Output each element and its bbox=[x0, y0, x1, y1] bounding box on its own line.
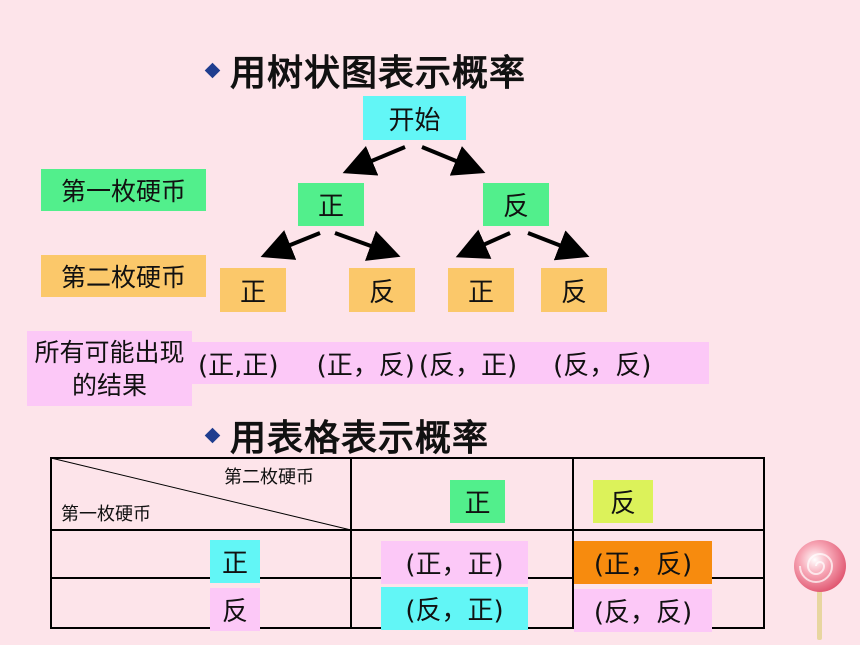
level1-node-heads-text: 正 bbox=[317, 192, 344, 222]
arrow-tails-to-tails bbox=[527, 230, 590, 261]
table-cell-text: (正，反) bbox=[593, 550, 693, 580]
arrow-root-to-heads bbox=[342, 145, 406, 176]
table-cell-heads-heads: (正，正) bbox=[381, 541, 528, 584]
arrow-root-to-tails bbox=[421, 145, 486, 176]
tree-heading: 用树状图表示概率 bbox=[204, 44, 527, 96]
outcome-item: (反，正) bbox=[418, 350, 518, 381]
table-cell-heads-tails: (正，反) bbox=[574, 541, 712, 584]
table-heading: 用表格表示概率 bbox=[204, 409, 490, 461]
table-heading-text: 用表格表示概率 bbox=[230, 418, 490, 459]
tree-root: 开始 bbox=[363, 96, 466, 140]
level1-label-text: 第一枚硬币 bbox=[60, 177, 186, 206]
table-corner-top: 第二枚硬币 bbox=[224, 467, 314, 488]
level2-node-1: 正 bbox=[220, 268, 286, 312]
col-header-heads: 正 bbox=[450, 480, 505, 523]
tree-heading-text: 用树状图表示概率 bbox=[230, 53, 527, 94]
table-cell-text: (反，正) bbox=[405, 596, 504, 626]
level2-node-1-text: 正 bbox=[239, 277, 266, 308]
outcomes-list: (正,正) (正，反) (反，正) (反，反) bbox=[192, 342, 709, 384]
level2-node-3: 正 bbox=[448, 268, 514, 312]
table-corner-bottom: 第一枚硬币 bbox=[61, 504, 151, 525]
row-header-heads-text: 正 bbox=[221, 549, 248, 579]
lollipop-icon bbox=[794, 540, 846, 640]
level2-label: 第二枚硬币 bbox=[41, 255, 206, 297]
col-header-tails-text: 反 bbox=[609, 489, 636, 519]
outcome-item: (正，反) bbox=[316, 350, 415, 381]
outcome-item: (反，反) bbox=[553, 350, 652, 381]
table-cell-tails-heads: (反，正) bbox=[381, 587, 528, 630]
col-header-tails: 反 bbox=[593, 480, 653, 523]
outcomes-label-text: 所有可能出现的结果 bbox=[34, 337, 185, 400]
row-header-heads: 正 bbox=[210, 540, 260, 583]
row-header-tails: 反 bbox=[210, 588, 260, 631]
level2-node-3-text: 正 bbox=[467, 277, 494, 308]
arrow-heads-to-heads bbox=[260, 230, 321, 260]
level2-node-4: 反 bbox=[541, 268, 607, 312]
table-cell-tails-tails: (反，反) bbox=[574, 589, 712, 632]
arrow-tails-to-heads bbox=[455, 229, 511, 259]
level1-node-tails-text: 反 bbox=[502, 192, 529, 222]
outcome-item: (正,正) bbox=[198, 350, 279, 381]
level1-node-tails: 反 bbox=[483, 183, 549, 226]
level2-label-text: 第二枚硬币 bbox=[60, 263, 186, 292]
level2-node-4-text: 反 bbox=[560, 277, 587, 308]
level1-label: 第一枚硬币 bbox=[41, 169, 206, 211]
arrow-heads-to-tails bbox=[334, 230, 401, 261]
level2-node-2-text: 反 bbox=[368, 277, 395, 308]
table-cell-text: (反，反) bbox=[593, 598, 693, 628]
col-header-heads-text: 正 bbox=[464, 489, 491, 519]
level1-node-heads: 正 bbox=[298, 183, 364, 226]
tree-root-text: 开始 bbox=[388, 105, 441, 136]
level2-node-2: 反 bbox=[349, 268, 415, 312]
row-header-tails-text: 反 bbox=[221, 597, 248, 627]
outcomes-label: 所有可能出现的结果 bbox=[27, 331, 192, 406]
table-cell-text: (正，正) bbox=[405, 550, 504, 580]
